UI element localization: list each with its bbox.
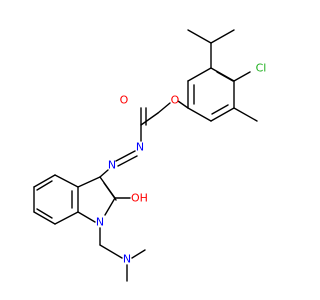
carbonyl-oxygen-label: O	[120, 94, 129, 107]
hydroxyl-label: OH	[131, 192, 148, 205]
molecule-structure: Cl O O N N OH N N	[33, 29, 266, 282]
hydrazone-nitrogen-2-label: N	[108, 159, 116, 172]
indole-nitrogen-label: N	[96, 216, 104, 229]
bond-lines	[33, 29, 258, 282]
ether-oxygen-label: O	[171, 94, 180, 107]
hydrazone-nitrogen-1-label: N	[136, 141, 144, 154]
chlorine-label: Cl	[256, 62, 267, 75]
atom-labels: Cl O O N N OH N N	[96, 62, 266, 266]
dimethylamine-nitrogen-label: N	[123, 253, 131, 266]
